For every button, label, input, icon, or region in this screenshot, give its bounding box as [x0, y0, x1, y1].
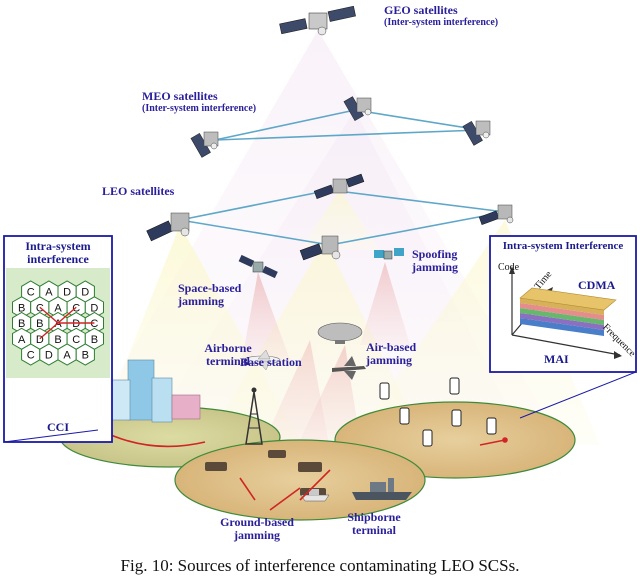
hex-cell-label: D [45, 350, 53, 362]
ship-icon [352, 478, 412, 500]
airborne-terminal-label: Airborne terminal [204, 341, 252, 368]
hex-cell-label: B [36, 318, 43, 330]
geo-satellites-label: GEO satellites (Inter-system interferenc… [384, 3, 499, 29]
right-box-connector [519, 371, 637, 419]
space-jamming-beam [242, 272, 290, 360]
shipborne-terminal-label: Shipborne terminal [347, 510, 401, 537]
hex-cell-label: B [18, 302, 25, 314]
hex-cell-label: D [63, 287, 71, 299]
frequence-axis [511, 334, 621, 356]
cci-label: CCI [46, 420, 69, 434]
leo-satellite-left-icon [146, 212, 190, 242]
airship-icon [317, 322, 363, 344]
meo-satellite-middle-icon [343, 96, 372, 122]
space-jammer-satellite-icon [238, 254, 278, 279]
left-box-title-line2: interference [27, 252, 89, 266]
mai-label: MAI [544, 352, 569, 366]
ground-area-center [174, 439, 426, 521]
hex-cell-label: D [36, 334, 44, 346]
leo-satellites-label: LEO satellites [102, 184, 175, 198]
hex-cell-label: D [81, 287, 89, 299]
leo-satellite-middle-icon [299, 235, 341, 261]
geo-subtitle: (Inter-system interference) [384, 17, 499, 28]
left-box-connector [3, 429, 99, 443]
hex-cell-label: C [72, 334, 80, 346]
leo-satellite-top-icon [313, 173, 365, 199]
meo-satellites-label: MEO satellites (Inter-system interferenc… [142, 89, 257, 115]
hex-cell-label: D [72, 318, 80, 330]
hex-cell-label: A [45, 287, 53, 299]
phone-terminals-icon [379, 377, 497, 447]
right-box-title: Intra-system Interference [502, 240, 624, 252]
hex-cell-label: C [72, 302, 80, 314]
hex-cell [84, 311, 104, 335]
hex-cell-label: C [36, 302, 44, 314]
boat-icon [300, 489, 330, 502]
hex-cell-label: D [90, 302, 98, 314]
hex-cell-label: A [18, 334, 26, 346]
space-jamming-label: Space-based jamming [178, 281, 242, 308]
cci-link [39, 322, 59, 340]
meo-subtitle: (Inter-system interference) [142, 103, 257, 114]
ground-jamming-beam [260, 340, 330, 450]
leo-beam-right [350, 220, 600, 445]
hex-cell-label: B [18, 318, 25, 330]
hex-cell-label: B [54, 334, 61, 346]
hex-cell-label: C [27, 287, 35, 299]
airplane-icon [243, 349, 281, 371]
right-interference-box [489, 235, 637, 373]
hex-cell-label: C [27, 350, 35, 362]
cdma-label: CDMA [578, 278, 616, 292]
meo-satellite-right-icon [462, 120, 491, 146]
figure-caption: Fig. 10: Sources of interference contami… [120, 556, 520, 575]
left-box-title-line1: Intra-system [25, 239, 91, 253]
spoofing-jamming-label: Spoofing jamming [412, 247, 458, 274]
base-station-tower-icon [245, 387, 263, 445]
cdma-code-layers [519, 287, 617, 336]
hex-cell-label: A [63, 350, 71, 362]
cci-link [57, 306, 77, 324]
city-buildings-icon [107, 359, 201, 423]
geo-satellite-icon [279, 5, 356, 36]
left-box-title: Intra-system interference [8, 240, 108, 266]
leo-satellite-right-icon [478, 204, 514, 225]
hex-cell [84, 296, 104, 319]
hex-cell-label: A [54, 318, 62, 330]
geo-title: GEO satellites [384, 3, 458, 17]
hex-cell-label: B [91, 334, 98, 346]
inter-satellite-links [179, 109, 506, 246]
hex-cell-label: C [90, 318, 98, 330]
base-station-label: Base station [240, 355, 302, 369]
hex-cell-label: B [82, 350, 89, 362]
code-axis-label: Code [498, 262, 520, 273]
meo-title: MEO satellites [142, 89, 218, 103]
cci-link [39, 306, 59, 324]
hex-cell-label: A [54, 302, 62, 314]
ground-jamming-label: Ground-based jamming [220, 515, 294, 542]
leo-beam-top [300, 190, 380, 250]
air-jamming-label: Air-based jamming [366, 340, 417, 367]
hex-cell [75, 343, 95, 366]
meo-satellite-left-icon [190, 131, 219, 158]
fighter-jet-icon [332, 356, 366, 380]
spoofing-jammer-satellite-icon [374, 248, 404, 260]
spoofing-jamming-beam [360, 262, 410, 345]
